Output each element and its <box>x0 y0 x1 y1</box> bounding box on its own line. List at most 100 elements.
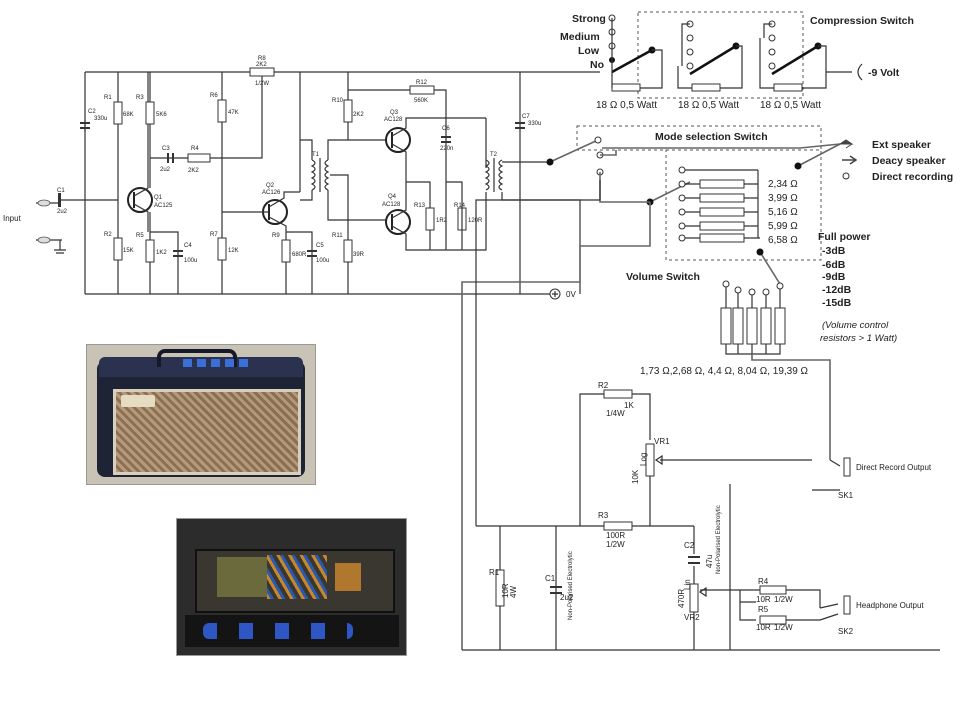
q1-type: AC125 <box>154 203 173 209</box>
mode-selection-switch: Mode selection Switch 2,34 Ω 3,99 Ω <box>461 125 953 650</box>
mode-output-direct: Direct recording <box>872 171 953 183</box>
r1-value: 68K <box>123 112 134 118</box>
out-vr1-name: VR1 <box>654 437 670 446</box>
mode-res-2: 3,99 Ω <box>768 193 798 204</box>
output-stage: R1 10R 4W C1 2u2 Non-Polarised Electroly… <box>462 180 940 651</box>
c6-name: C6 <box>442 126 450 132</box>
out-c1-name: C1 <box>545 574 556 583</box>
r14-name: R14 <box>454 203 466 209</box>
out-r5-value: 10R <box>756 623 771 632</box>
amp-logo <box>121 395 155 407</box>
q2-name: Q2 <box>266 183 275 189</box>
input-label: Input <box>3 214 22 223</box>
c4-value: 100u <box>184 258 197 264</box>
r10-name: R10 <box>332 98 344 104</box>
mode-res-1: 2,34 Ω <box>768 179 798 190</box>
out-vr2-taper: Lin <box>683 579 692 590</box>
compression-no: No <box>590 59 604 71</box>
out-r1-name: R1 <box>489 568 500 577</box>
volume-15db: -15dB <box>822 297 852 309</box>
q4-name: Q4 <box>388 194 397 200</box>
c7-name: C7 <box>522 114 530 120</box>
zero-volt-label: 0V <box>566 290 576 299</box>
volume-9db: -9dB <box>822 271 846 283</box>
out-r5-power: 1/2W <box>774 623 793 632</box>
amp-grille <box>113 389 301 475</box>
r5-name: R5 <box>136 233 144 239</box>
mode-outputs: Ext speaker Deacy speaker Direct recordi… <box>794 139 953 183</box>
mode-res-4: 5,99 Ω <box>768 221 798 232</box>
compression-medium: Medium <box>560 31 600 43</box>
c4-name: C4 <box>184 243 192 249</box>
out-c1-value: 2u2 <box>560 593 574 602</box>
r4-value: 2K2 <box>188 168 199 174</box>
out-r2-value: 1K <box>624 401 634 410</box>
chassis-knobs <box>203 623 353 639</box>
volume-switch: Volume Switch Full power -3dB -6dB -9dB … <box>626 231 897 460</box>
out-r3-value: 100R <box>606 531 625 540</box>
out-c2-name: C2 <box>684 541 695 550</box>
r2-value: 15K <box>123 248 134 254</box>
compression-res-3: 18 Ω 0,5 Watt <box>760 100 821 111</box>
out-r4-power: 1/2W <box>774 595 793 604</box>
t2-label: T2 <box>490 152 498 158</box>
r11-value: 39R <box>353 252 365 258</box>
mode-output-ext: Ext speaker <box>872 139 931 151</box>
compression-switch: Compression Switch Strong Medium Low No … <box>560 11 914 111</box>
r5-value: 1K2 <box>156 250 167 256</box>
c6-value: 220n <box>440 146 453 152</box>
out-r2-name: R2 <box>598 381 609 390</box>
c7-value: 330u <box>528 121 541 127</box>
out-vr1-value: 10K <box>631 469 640 484</box>
r7-value: 12K <box>228 248 239 254</box>
mode-resistor-bank: 2,34 Ω 3,99 Ω 5,16 Ω 5,99 Ω 6,58 Ω <box>678 166 798 285</box>
out-c1-note: Non-Polarised Electrolytic <box>568 551 574 620</box>
volume-title: Volume Switch <box>626 271 700 283</box>
compression-res-2: 18 Ω 0,5 Watt <box>678 100 739 111</box>
c1-value: 2u2 <box>57 209 68 215</box>
t1-label: T1 <box>312 152 320 158</box>
q2-type: AC126 <box>262 190 281 196</box>
mode-output-deacy: Deacy speaker <box>872 155 946 167</box>
r12-value: 560K <box>414 98 428 104</box>
out-vr2-name: VR2 <box>684 613 700 622</box>
r3-value: 5K6 <box>156 112 167 118</box>
chassis-transformer <box>335 563 361 591</box>
sk1-name: SK1 <box>838 491 854 500</box>
out-vr1-taper: Log <box>639 453 648 466</box>
r1-name: R1 <box>104 95 112 101</box>
direct-record-jack: Direct Record Output SK1 <box>838 457 932 500</box>
r13-name: R13 <box>414 203 426 209</box>
r6-name: R6 <box>210 93 218 99</box>
amplifier-chassis-photo <box>176 518 407 656</box>
q3-type: AC128 <box>384 117 403 123</box>
volume-3db: -3dB <box>822 245 846 257</box>
sk1-label: Direct Record Output <box>856 463 932 472</box>
r6-value: 47K <box>228 110 239 116</box>
compression-section-1: 18 Ω 0,5 Watt <box>596 14 663 111</box>
c5-name: C5 <box>316 243 324 249</box>
r3-name: R3 <box>136 95 144 101</box>
r9-value: 680R <box>292 252 307 258</box>
volume-12db: -12dB <box>822 284 852 296</box>
volume-resistor-values: 1,73 Ω,2,68 Ω, 4,4 Ω, 8,04 Ω, 19,39 Ω <box>640 366 809 377</box>
r13-value: 1R2 <box>436 218 448 224</box>
c3-name: C3 <box>162 146 170 152</box>
supply-label: -9 Volt <box>868 67 900 79</box>
out-r3-name: R3 <box>598 511 609 520</box>
c2-name: C2 <box>88 109 96 115</box>
sk2-label: Headphone Output <box>856 601 924 610</box>
compression-strong: Strong <box>572 13 606 25</box>
mode-res-3: 5,16 Ω <box>768 207 798 218</box>
c1-name: C1 <box>57 188 65 194</box>
out-c2-value: 47u <box>705 555 714 568</box>
q4-type: AC128 <box>382 202 401 208</box>
r11-name: R11 <box>332 233 343 239</box>
volume-full-power: Full power <box>818 231 871 243</box>
amplifier-photo <box>86 344 316 485</box>
volume-note-1: (Volume control <box>822 320 889 331</box>
mode-res-5: 6,58 Ω <box>768 235 798 246</box>
out-r4-name: R4 <box>758 577 769 586</box>
r10-value: 2K2 <box>353 112 364 118</box>
compression-res-1: 18 Ω 0,5 Watt <box>596 100 657 111</box>
